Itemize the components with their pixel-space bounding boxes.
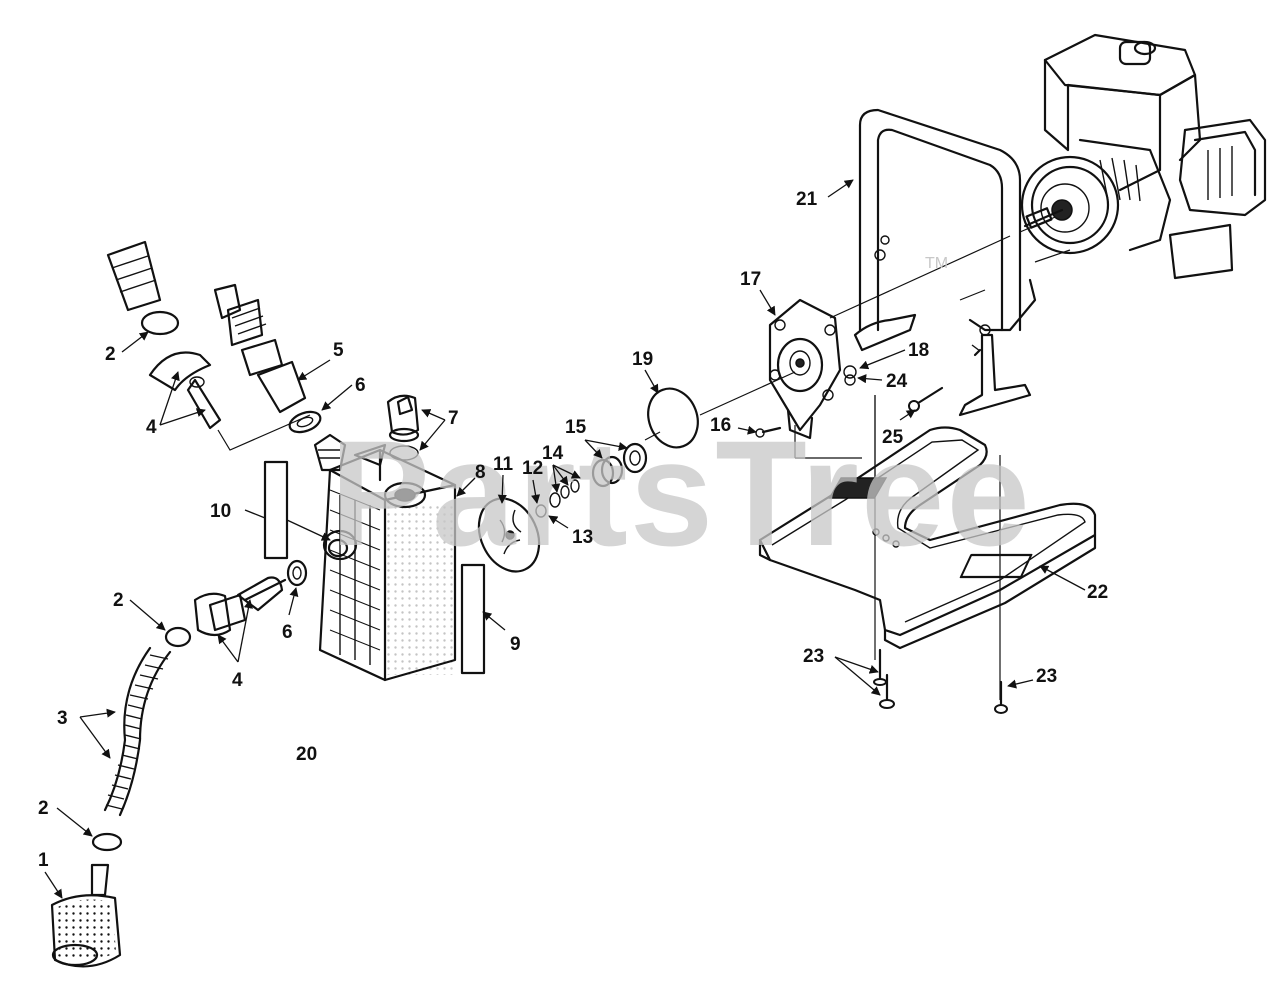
watermark-tm: TM	[925, 255, 948, 272]
strainer	[50, 863, 122, 968]
valve-cap	[386, 394, 420, 461]
washers	[286, 410, 322, 587]
base-screws	[873, 648, 1008, 714]
watermark: PartsTree TM	[330, 255, 1032, 577]
handle-frame	[853, 108, 1037, 417]
callout-25: 25	[882, 427, 904, 448]
callout-24: 24	[886, 371, 908, 392]
base-plate	[758, 395, 1097, 650]
callout-14: 14	[542, 443, 564, 464]
engine-assembly	[1020, 33, 1267, 280]
callout-2-lower: 2	[38, 798, 49, 819]
callout-21: 21	[796, 189, 818, 210]
callout-labels: 1 2 2 2 3 4 4 5 6 6 7 8 9 10 11 12 13 14…	[38, 189, 1108, 871]
callout-2-upper: 2	[105, 344, 116, 365]
leader-lines	[44, 179, 1086, 899]
callout-22: 22	[1087, 582, 1108, 603]
callout-7: 7	[448, 408, 459, 429]
callout-6-lower: 6	[282, 622, 293, 643]
upper-fittings	[106, 240, 222, 430]
callout-20: 20	[296, 744, 317, 765]
callout-19: 19	[632, 349, 653, 370]
fasteners-18-24	[843, 365, 857, 386]
flex-hose	[91, 646, 172, 852]
callout-4-upper: 4	[146, 417, 157, 438]
callout-17: 17	[740, 269, 761, 290]
callout-23-left: 23	[803, 646, 824, 667]
lower-fittings	[164, 576, 287, 648]
callout-18: 18	[908, 340, 929, 361]
small-parts	[535, 479, 580, 518]
callout-2-middle: 2	[113, 590, 124, 611]
upper-coupling	[213, 283, 307, 414]
callout-10: 10	[210, 501, 231, 522]
bearings	[591, 442, 648, 488]
callout-3: 3	[57, 708, 68, 729]
callout-8: 8	[475, 462, 486, 483]
callout-6-upper: 6	[355, 375, 366, 396]
pump-housing	[313, 433, 457, 682]
screws-16-25	[755, 386, 944, 438]
callout-23-right: 23	[1036, 666, 1057, 687]
callout-13: 13	[572, 527, 593, 548]
callout-16: 16	[710, 415, 731, 436]
impeller	[477, 497, 541, 573]
callout-11: 11	[493, 454, 514, 475]
pump-mount-plate	[768, 298, 842, 440]
callout-9: 9	[510, 634, 521, 655]
gasket-ring	[647, 387, 699, 449]
callout-5: 5	[333, 340, 344, 361]
callout-12: 12	[522, 458, 543, 479]
watermark-text: PartsTree	[330, 409, 1032, 577]
callout-1: 1	[38, 850, 49, 871]
callout-4-lower: 4	[232, 670, 243, 691]
callout-15: 15	[565, 417, 587, 438]
